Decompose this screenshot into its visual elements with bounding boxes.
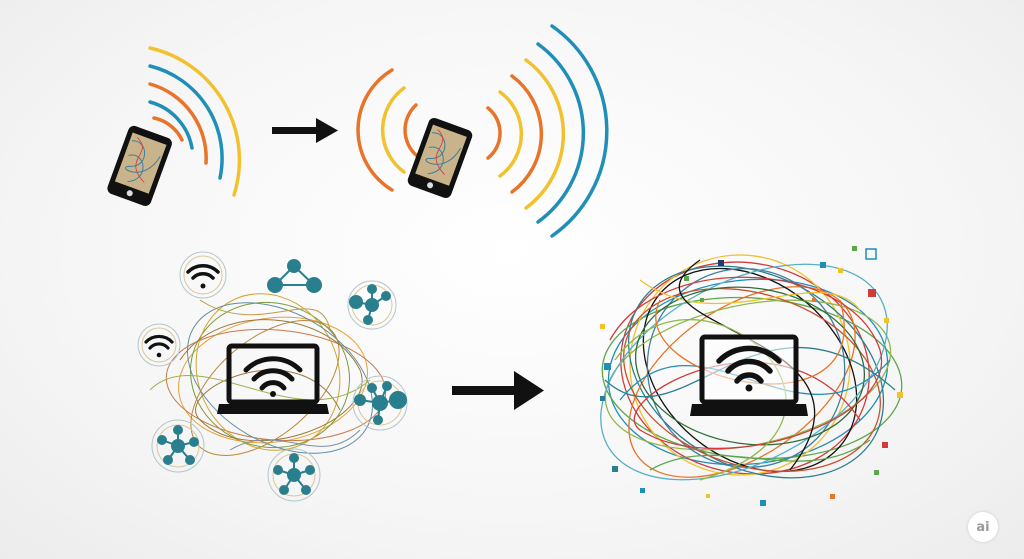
network-node-icon bbox=[352, 375, 408, 431]
scribble-lines bbox=[149, 293, 387, 456]
phone-icon bbox=[407, 117, 473, 199]
weak-signal-phone-group bbox=[107, 46, 242, 206]
network-node-icon bbox=[267, 448, 321, 502]
wifi-icon bbox=[144, 334, 174, 358]
network-node-icon bbox=[267, 259, 322, 293]
wifi-icon bbox=[186, 264, 220, 289]
wifi-icon bbox=[716, 345, 782, 392]
phone-icon bbox=[107, 125, 172, 206]
ai-badge: ai bbox=[968, 512, 998, 542]
arrow-right-icon bbox=[452, 371, 544, 410]
wifi-bubble bbox=[179, 251, 227, 299]
signal-waves-icon bbox=[148, 46, 242, 197]
sparse-network-laptop-group bbox=[137, 251, 408, 502]
signal-waves-icon bbox=[356, 24, 609, 238]
network-node-icon bbox=[347, 280, 397, 330]
laptop-icon bbox=[217, 343, 329, 414]
confetti-squares bbox=[600, 246, 903, 506]
wifi-bubble bbox=[137, 323, 181, 367]
arrow-right-icon bbox=[272, 118, 338, 143]
strong-signal-phone-group bbox=[356, 24, 609, 238]
wifi-icon bbox=[243, 356, 303, 397]
network-node-icon bbox=[151, 419, 205, 473]
dense-network-laptop-group bbox=[600, 246, 903, 506]
